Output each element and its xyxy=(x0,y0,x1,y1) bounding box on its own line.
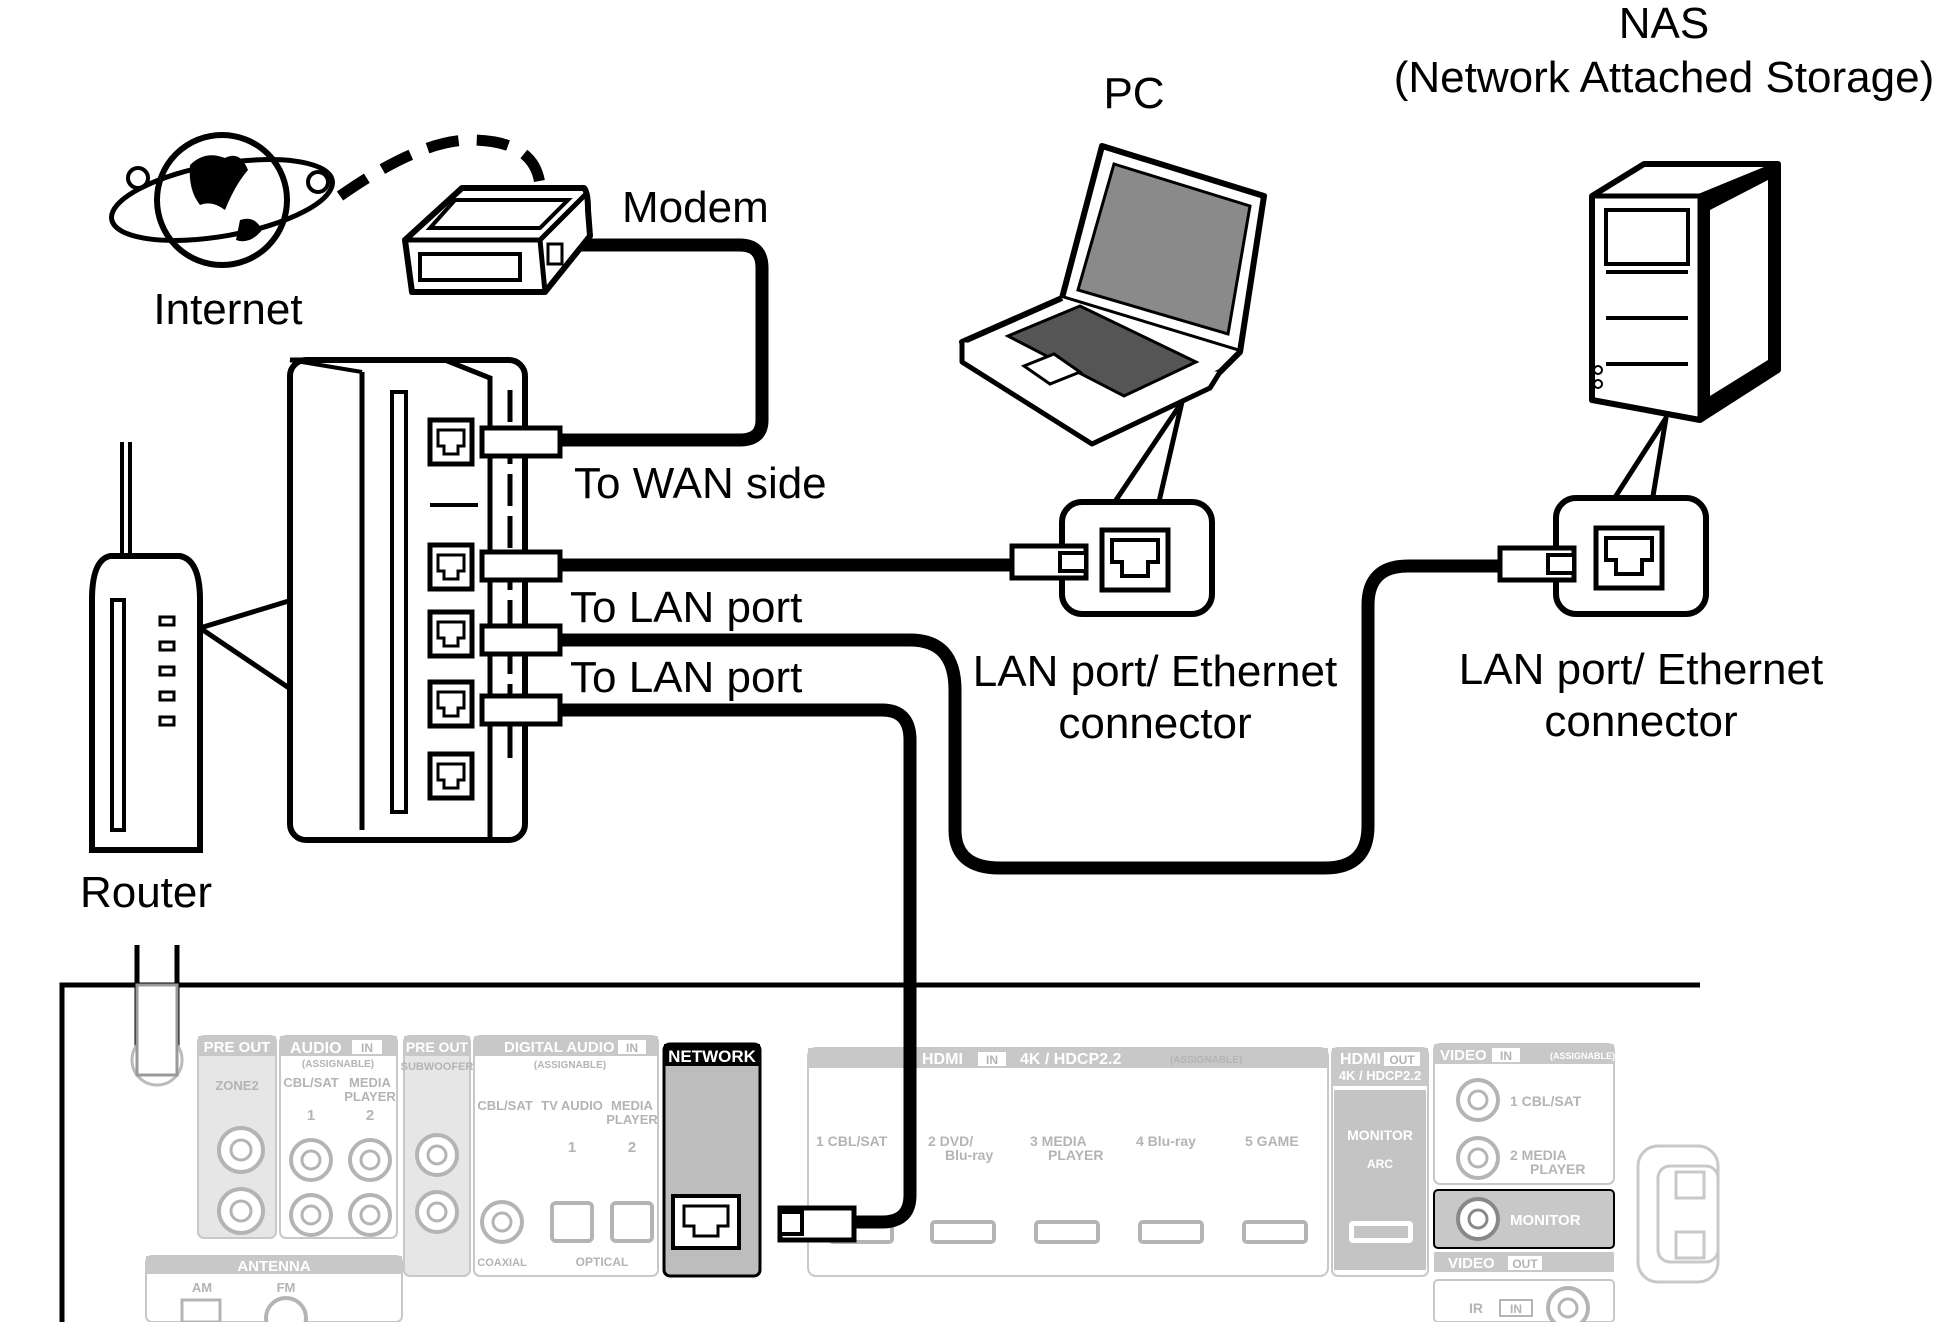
cables xyxy=(336,134,1507,1229)
modem-label: Modem xyxy=(622,183,769,232)
video-in-tag: IN xyxy=(1500,1049,1512,1063)
digital-audio-label: DIGITAL AUDIO xyxy=(504,1039,615,1056)
hdmi-out-label: HDMI xyxy=(1340,1051,1381,1068)
pre-out-sub-label: PRE OUT xyxy=(406,1039,469,1055)
ir-label: IR xyxy=(1469,1300,1483,1316)
router-port-panel xyxy=(287,357,563,843)
hdmi-in-label: HDMI xyxy=(922,1051,963,1068)
laptop-icon xyxy=(959,143,1267,508)
coaxial-label: COAXIAL xyxy=(477,1257,527,1269)
network-label: NETWORK xyxy=(668,1047,757,1066)
router-icon xyxy=(89,442,295,853)
video-in-label: VIDEO xyxy=(1440,1047,1487,1064)
hdmi-input-5: 5 GAME xyxy=(1245,1133,1299,1149)
audio-num1: 1 xyxy=(307,1107,315,1124)
router-label: Router xyxy=(80,868,212,917)
hdmi-input-4: 4 Blu-ray xyxy=(1136,1133,1196,1149)
pc-lan-port-callout xyxy=(1009,499,1215,617)
nas-port-label-2: connector xyxy=(1544,697,1737,746)
ir-in-tag: IN xyxy=(1510,1302,1522,1316)
audio-in-label: AUDIO xyxy=(290,1040,342,1057)
am-label: AM xyxy=(192,1280,212,1295)
hdmi-input-3b: PLAYER xyxy=(1048,1147,1104,1163)
hdmi-spec-label: 4K / HDCP2.2 xyxy=(1020,1051,1121,1068)
digital-player-label: PLAYER xyxy=(606,1112,658,1127)
monitor-arc-label: MONITOR xyxy=(1347,1127,1413,1143)
pre-out-zone2-label: PRE OUT xyxy=(204,1039,271,1056)
nas-lan-port-callout xyxy=(1497,495,1709,617)
pc-port-label-1: LAN port/ Ethernet xyxy=(973,647,1337,696)
video-out-tag: OUT xyxy=(1512,1257,1538,1271)
hdmi-assignable-label: (ASSIGNABLE) xyxy=(1170,1055,1242,1066)
arc-label: ARC xyxy=(1367,1157,1393,1171)
video-2-label-a: 2 MEDIA xyxy=(1510,1147,1567,1163)
nas-title: NAS xyxy=(1619,0,1709,48)
audio-in-tag: IN xyxy=(361,1041,373,1055)
internet-globe-icon xyxy=(109,132,335,268)
hdmi-input-2a: 2 DVD/ xyxy=(928,1133,973,1149)
audio-cbl-sat-label: CBL/SAT xyxy=(283,1075,338,1090)
optical-num2: 2 xyxy=(628,1139,636,1156)
hdmi-out-tag: OUT xyxy=(1389,1053,1415,1067)
hdmi-input-3a: 3 MEDIA xyxy=(1030,1133,1087,1149)
to-lan-label-1: To LAN port xyxy=(570,583,802,632)
audio-media-label: MEDIA xyxy=(349,1075,392,1090)
zone2-label: ZONE2 xyxy=(215,1078,258,1093)
nas-subtitle: (Network Attached Storage) xyxy=(1394,53,1933,102)
nas-port-label-1: LAN port/ Ethernet xyxy=(1459,645,1823,694)
to-lan-label-2: To LAN port xyxy=(570,653,802,702)
receiver-rear-panel: PRE OUT ZONE2 AUDIO IN (ASSIGNABLE) CBL/… xyxy=(59,945,1720,1322)
modem-icon xyxy=(402,185,593,295)
video-out-label: VIDEO xyxy=(1448,1255,1495,1272)
digital-assignable-label: (ASSIGNABLE) xyxy=(534,1060,606,1071)
digital-media-label: MEDIA xyxy=(611,1098,654,1113)
digital-in-tag: IN xyxy=(626,1041,638,1055)
optical-num1: 1 xyxy=(568,1139,576,1156)
digital-cbl-sat-label: CBL/SAT xyxy=(477,1098,532,1113)
hdmi-out-spec: 4K / HDCP2.2 xyxy=(1339,1068,1421,1083)
fm-label: FM xyxy=(277,1280,296,1295)
subwoofer-label: SUBWOOFER xyxy=(401,1061,474,1073)
hdmi-input-2b: Blu-ray xyxy=(945,1147,993,1163)
internet-label: Internet xyxy=(153,285,302,334)
pc-port-label-2: connector xyxy=(1058,699,1251,748)
hdmi-input-1: 1 CBL/SAT xyxy=(816,1133,888,1149)
video-assignable-label: (ASSIGNABLE) xyxy=(1550,1051,1615,1061)
to-wan-label: To WAN side xyxy=(574,459,827,508)
audio-assignable-label: (ASSIGNABLE) xyxy=(302,1059,374,1070)
antenna-label: ANTENNA xyxy=(237,1258,310,1275)
audio-num2: 2 xyxy=(366,1107,374,1124)
audio-player-label: PLAYER xyxy=(344,1089,396,1104)
video-monitor-label: MONITOR xyxy=(1510,1212,1581,1229)
nas-icon xyxy=(1589,161,1781,504)
tv-audio-label: TV AUDIO xyxy=(541,1098,603,1113)
video-1-label: 1 CBL/SAT xyxy=(1510,1093,1582,1109)
hdmi-in-tag: IN xyxy=(986,1053,998,1067)
receiver-network-plug xyxy=(777,1205,857,1243)
pc-label: PC xyxy=(1103,69,1164,118)
video-2-label-b: PLAYER xyxy=(1530,1161,1586,1177)
optical-label: OPTICAL xyxy=(576,1255,629,1269)
